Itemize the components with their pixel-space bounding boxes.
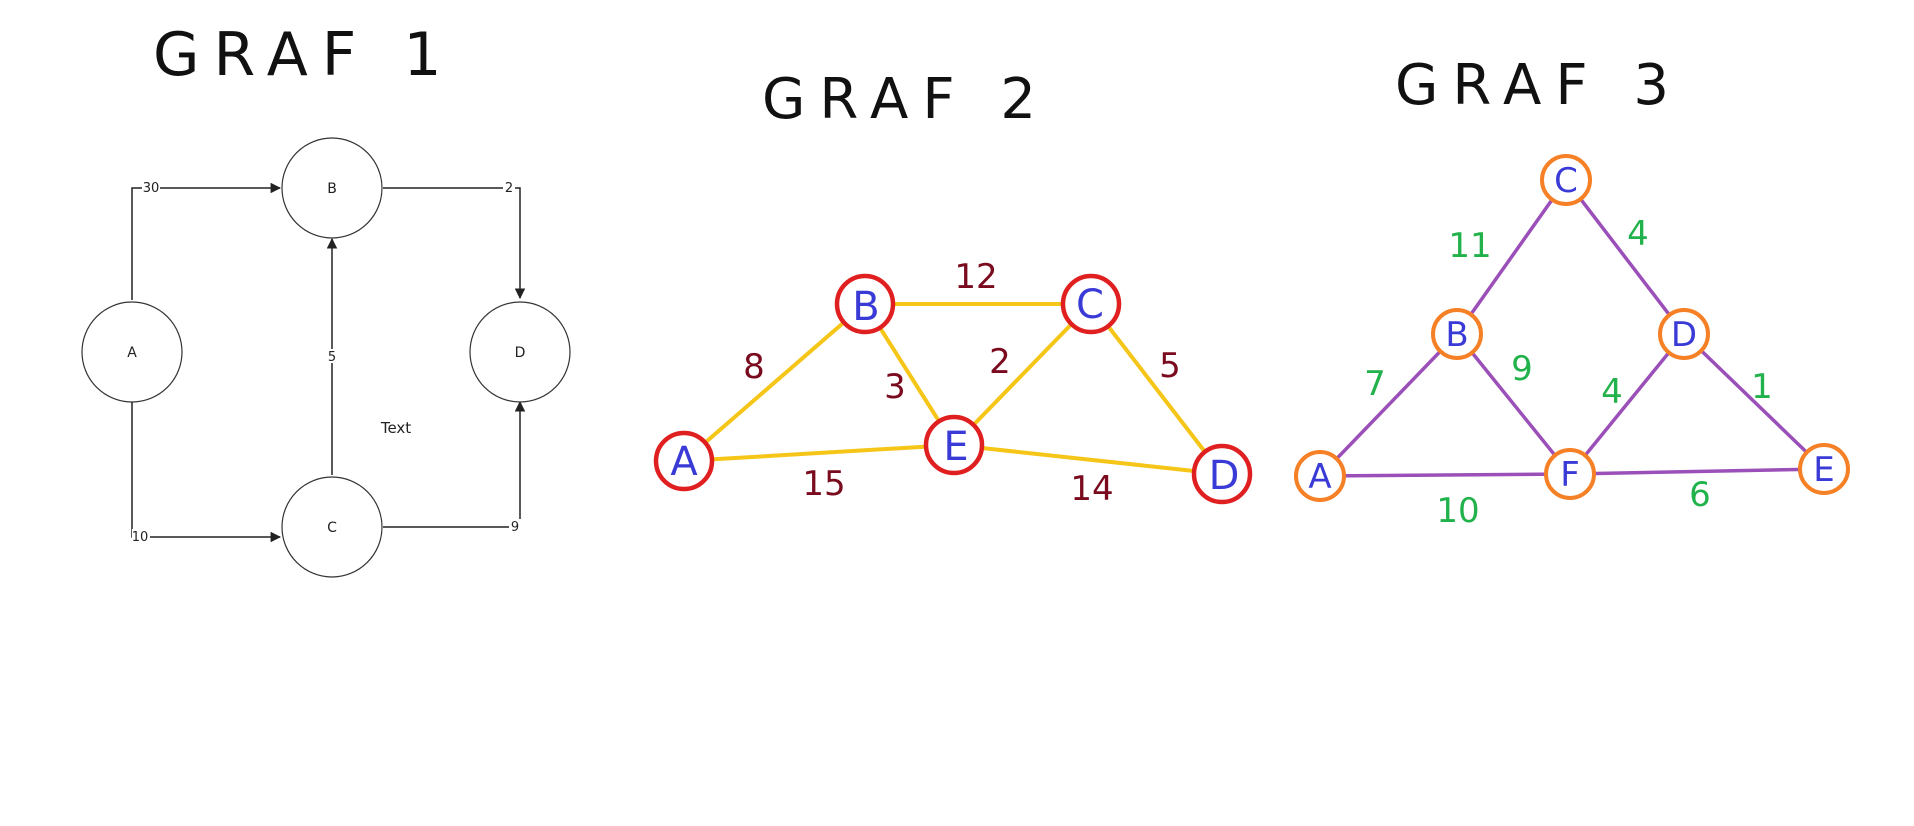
graf1-free-text: Text bbox=[380, 419, 411, 437]
graf1-title: GRAF 1 bbox=[153, 20, 456, 90]
graf2-weight-ed: 14 bbox=[1070, 469, 1113, 509]
graf2-node-c-label: C bbox=[1076, 282, 1104, 328]
graf3-title: GRAF 3 bbox=[1395, 53, 1683, 118]
graf1-node-c bbox=[281, 476, 383, 578]
graf3-weight-de: 1 bbox=[1751, 367, 1773, 407]
graf3-weight-fe: 6 bbox=[1689, 475, 1711, 515]
graf3-edge-af bbox=[1318, 472, 1572, 478]
graf3-node-a-label: A bbox=[1308, 457, 1331, 497]
graf2: 8 12 3 2 5 15 14 A B C E D bbox=[653, 257, 1253, 509]
graf3: 11 4 7 9 4 1 10 6 C B D A F E bbox=[1294, 154, 1850, 531]
graf3-weight-cd: 4 bbox=[1627, 214, 1649, 254]
graf2-edge-cd bbox=[1089, 302, 1224, 476]
graf3-weight-bf: 9 bbox=[1511, 349, 1533, 389]
graf2-weight-be: 3 bbox=[884, 367, 906, 407]
graf2-node-a bbox=[653, 430, 715, 492]
graf2-node-d bbox=[1191, 443, 1253, 505]
graf3-node-a bbox=[1294, 450, 1346, 502]
graf1-edge-bd bbox=[383, 187, 526, 300]
graf1-weight-ac: 10 bbox=[132, 530, 149, 545]
graf2-weight-ec: 2 bbox=[989, 342, 1011, 382]
graf2-edge-ed bbox=[952, 443, 1224, 476]
graf3-weight-af: 10 bbox=[1436, 491, 1479, 531]
graf3-node-c-label: C bbox=[1554, 161, 1578, 201]
graf2-title: GRAF 2 bbox=[762, 67, 1050, 132]
graf3-edge-fe bbox=[1568, 467, 1826, 476]
graf3-node-d bbox=[1658, 308, 1710, 360]
graf3-edge-bc bbox=[1455, 178, 1568, 336]
graf1-node-d-label: D bbox=[515, 345, 526, 361]
graf3-node-b bbox=[1431, 308, 1483, 360]
graf3-node-c bbox=[1540, 154, 1592, 206]
graf1-edge-ac bbox=[131, 401, 282, 543]
graf2-node-d-label: D bbox=[1209, 453, 1240, 499]
graf1-weight-cd: 9 bbox=[511, 520, 519, 535]
graf2-node-e-label: E bbox=[943, 424, 968, 470]
graf1-weight-ab: 30 bbox=[143, 181, 160, 196]
graf2-edge-ec bbox=[952, 302, 1093, 447]
graf3-weight-ab: 7 bbox=[1364, 364, 1386, 404]
graf1: 30 2 5 10 9 A B C D Text bbox=[81, 137, 571, 578]
graf3-node-e-label: E bbox=[1813, 450, 1834, 490]
graf3-node-f bbox=[1544, 448, 1596, 500]
graf1-node-b-label: B bbox=[327, 181, 337, 197]
graf3-edge-fd bbox=[1568, 332, 1686, 476]
graf1-node-c-label: C bbox=[327, 520, 337, 536]
graf3-edge-ab bbox=[1318, 332, 1459, 478]
graf1-node-d bbox=[469, 301, 571, 403]
graf1-weight-bd: 2 bbox=[505, 181, 513, 196]
graf2-node-b-label: B bbox=[852, 284, 879, 330]
graf2-weight-cd: 5 bbox=[1159, 346, 1181, 386]
graf3-node-f-label: F bbox=[1560, 455, 1580, 495]
graf3-edge-bf bbox=[1455, 332, 1572, 476]
graf1-edge-ab bbox=[131, 182, 282, 300]
graf3-edge-de bbox=[1682, 332, 1826, 471]
graf1-node-b bbox=[281, 137, 383, 239]
graf3-weight-fd: 4 bbox=[1601, 372, 1623, 412]
graf3-node-d-label: D bbox=[1671, 315, 1697, 355]
graf2-node-a-label: A bbox=[670, 439, 698, 485]
graf1-weight-cb: 5 bbox=[328, 350, 336, 365]
graf2-node-b bbox=[834, 273, 896, 335]
graf2-node-c bbox=[1060, 273, 1122, 335]
graf2-node-e bbox=[923, 414, 985, 476]
graf2-weight-bc: 12 bbox=[954, 257, 997, 297]
graf3-edge-cd bbox=[1564, 178, 1686, 336]
graf2-weight-ae: 15 bbox=[802, 464, 845, 504]
graf3-weight-bc: 11 bbox=[1448, 226, 1491, 266]
graf2-edge-ae bbox=[682, 443, 956, 463]
graf3-node-e bbox=[1798, 443, 1850, 495]
graf3-node-b-label: B bbox=[1445, 315, 1468, 355]
graf1-node-a bbox=[81, 301, 183, 403]
graf1-node-a-label: A bbox=[127, 345, 137, 361]
graf2-weight-ab: 8 bbox=[743, 347, 765, 387]
graf2-edge-ab bbox=[682, 302, 867, 463]
